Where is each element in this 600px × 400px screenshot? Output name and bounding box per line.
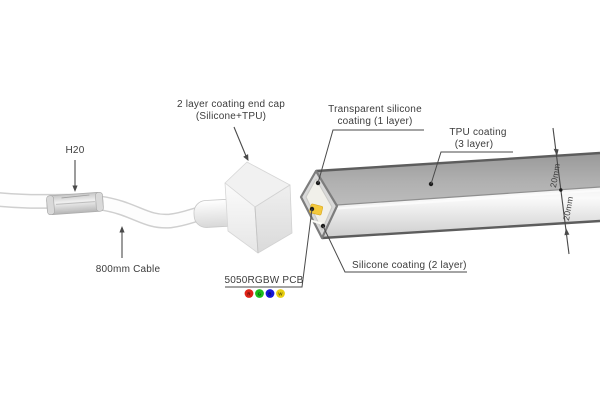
label-transparent-silicone-line2: coating (1 layer) <box>337 116 412 127</box>
pcb-led-swatches: R G B W <box>244 289 285 298</box>
strip-top-face <box>316 153 600 205</box>
arrow-end-cap <box>233 126 249 161</box>
label-pcb: 5050RGBW PCB <box>224 275 303 286</box>
dim-arrow-top <box>553 148 559 156</box>
leader-tpu <box>428 151 513 187</box>
label-silicone-2layer: Silicone coating (2 layer) <box>352 260 467 271</box>
leader-pcb <box>225 206 315 288</box>
led-letter-white: W <box>278 291 283 296</box>
led-letter-green: G <box>258 291 262 296</box>
leader-transparent-silicone <box>315 129 424 186</box>
label-end-cap-line2: (Silicone+TPU) <box>196 111 266 122</box>
power-cable <box>0 192 218 229</box>
h20-connector <box>46 191 104 216</box>
end-cap <box>224 161 293 254</box>
label-cable: 800mm Cable <box>96 264 161 275</box>
led-dot-green <box>255 289 264 298</box>
led-strip <box>299 151 600 240</box>
label-tpu-line1: TPU coating <box>449 127 506 138</box>
leader-silicone-2layer <box>320 223 467 273</box>
dim-label-top: 20mm <box>548 163 562 189</box>
led-letter-red: R <box>247 291 251 296</box>
label-transparent-silicone-line1: Transparent silicone <box>328 104 422 115</box>
led-dot-red <box>244 289 254 298</box>
label-h20: H20 <box>66 145 85 156</box>
label-end-cap-line1: 2 layer coating end cap <box>177 99 285 110</box>
strip-end-face <box>299 169 339 240</box>
label-tpu-line2: (3 layer) <box>455 139 493 150</box>
led-letter-blue: B <box>268 291 272 296</box>
dim-label-front: 20mm <box>561 196 575 222</box>
arrow-cable <box>119 226 125 258</box>
arrow-h20 <box>72 160 78 192</box>
led-dot-white <box>276 289 285 298</box>
dim-arrow-bottom <box>564 228 570 236</box>
dimension-20mm: 20mm 20mm <box>548 127 575 255</box>
led-dot-blue <box>265 289 275 298</box>
